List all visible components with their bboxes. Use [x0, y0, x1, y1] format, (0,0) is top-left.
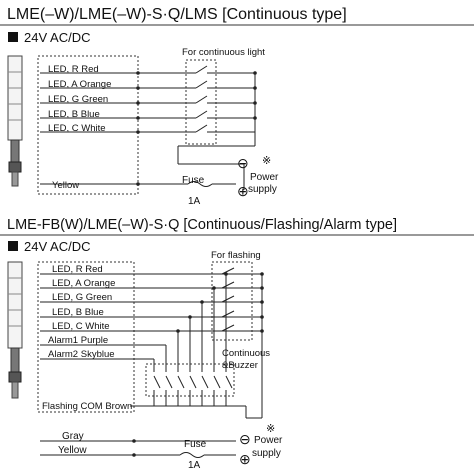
section1-bullet-icon	[8, 32, 18, 42]
wire-flashing-com: Flashing COM Brown	[42, 401, 246, 412]
svg-text:LED, A Orange: LED, A Orange	[52, 278, 115, 289]
section2-title: LME-FB(W)/LME(–W)-S·Q [Continuous/Flashi…	[7, 217, 397, 233]
terminal-dots-1	[136, 71, 140, 186]
wire-blue-1: LED, B Blue	[40, 109, 196, 120]
svg-text:Yellow: Yellow	[58, 445, 87, 456]
fuse-rating-1: 1A	[188, 196, 201, 207]
section1-title: LME(–W)/LME(–W)-S·Q/LMS [Continuous type…	[7, 6, 347, 23]
continuous-switch-label: For continuous light	[182, 47, 265, 58]
flashing-switch-box	[211, 261, 253, 341]
svg-text:Flashing COM Brown: Flashing COM Brown	[42, 401, 132, 412]
svg-text:LED, R Red: LED, R Red	[48, 64, 99, 75]
gray-wire: Gray	[40, 406, 262, 442]
power-supply-label-1b: supply	[248, 184, 277, 195]
wire-alarm2-skyblue: Alarm2 Skyblue	[40, 349, 154, 360]
svg-text:LED, G Green: LED, G Green	[48, 94, 108, 105]
signal-tower-2	[7, 261, 23, 399]
note-mark-2: ※	[266, 423, 275, 435]
svg-text:LED, C White: LED, C White	[48, 123, 106, 134]
yellow-common-1: Yellow	[40, 180, 236, 191]
svg-text:LED, A Orange: LED, A Orange	[48, 79, 111, 90]
section1-voltage: 24V AC/DC	[24, 30, 90, 45]
signal-tower-1	[7, 55, 23, 187]
yellow-common-2: Yellow	[40, 439, 236, 458]
svg-text:Yellow: Yellow	[52, 180, 79, 191]
power-supply-label-2a: Power	[254, 435, 283, 446]
fuse-label-1: Fuse	[182, 175, 205, 186]
wire-alarm1-purple: Alarm1 Purple	[40, 335, 166, 346]
wire-green-2: LED, G Green	[40, 292, 262, 303]
wire-red-1: LED, R Red	[40, 64, 196, 75]
svg-text:LED, G Green: LED, G Green	[52, 292, 112, 303]
svg-text:LED, B Blue: LED, B Blue	[52, 307, 104, 318]
power-supply-label-1a: Power	[250, 172, 279, 183]
svg-text:Gray: Gray	[62, 431, 84, 442]
minus-terminal-icon: ⊖	[237, 155, 249, 171]
tower-wire-box-1	[37, 55, 139, 195]
wire-white-2: LED, C White	[40, 321, 262, 332]
note-mark-1: ※	[262, 155, 271, 167]
wire-white-1: LED, C White	[40, 123, 196, 134]
buzzer-label-line2: &Buzzer	[222, 360, 258, 371]
svg-text:Alarm1 Purple: Alarm1 Purple	[48, 335, 108, 346]
section2-bullet-icon	[8, 241, 18, 251]
buzzer-label-line1: Continuous	[222, 348, 270, 359]
wire-orange-2: LED, A Orange	[40, 278, 262, 289]
flashing-switch-label: For flashing	[211, 250, 261, 261]
fuse-label-2: Fuse	[184, 439, 207, 450]
section2-voltage: 24V AC/DC	[24, 239, 90, 254]
power-supply-label-2b: supply	[252, 448, 281, 459]
wire-red-2: LED, R Red	[40, 264, 262, 275]
svg-text:LED, B Blue: LED, B Blue	[48, 109, 100, 120]
continuous-switch-box	[185, 59, 217, 145]
svg-text:LED, R Red: LED, R Red	[52, 264, 103, 275]
wire-blue-2: LED, B Blue	[40, 307, 262, 318]
svg-text:Alarm2 Skyblue: Alarm2 Skyblue	[48, 349, 115, 360]
switch-taps	[153, 272, 228, 372]
tower-wire-box-2	[37, 261, 135, 413]
minus-terminal-icon-2: ⊖	[239, 431, 251, 447]
plus-terminal-icon-2: ⊕	[239, 451, 251, 467]
flashing-switches	[221, 267, 264, 418]
wire-orange-1: LED, A Orange	[40, 79, 196, 90]
power-feed-1	[177, 132, 256, 190]
svg-text:LED, C White: LED, C White	[52, 321, 110, 332]
buzzer-switches	[153, 375, 233, 406]
plus-terminal-icon: ⊕	[237, 183, 249, 199]
continuous-switches	[195, 65, 257, 133]
wire-green-1: LED, G Green	[40, 94, 196, 105]
fuse-rating-2: 1A	[188, 460, 201, 471]
